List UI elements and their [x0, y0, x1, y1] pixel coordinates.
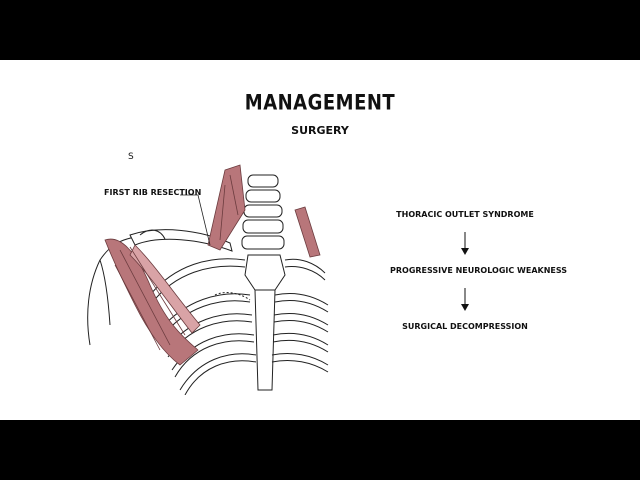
slide-subtitle: SURGERY [291, 124, 349, 137]
letterbox-top [0, 0, 640, 60]
thoracic-anatomy-illustration [87, 164, 329, 395]
down-arrow-icon [461, 232, 469, 255]
down-arrow-icon [461, 288, 469, 311]
flow-step-surgical-decompression: SURGICAL DECOMPRESSION [402, 322, 528, 331]
stray-mark: S [128, 152, 134, 162]
first-rib-resection-label: FIRST RIB RESECTION [104, 188, 202, 197]
slide: MANAGEMENT SURGERY S [0, 60, 640, 420]
slide-title: MANAGEMENT [244, 89, 396, 115]
letterbox-bottom [0, 420, 640, 480]
flow-step-thoracic-outlet-syndrome: THORACIC OUTLET SYNDROME [396, 210, 534, 219]
flow-step-progressive-neurologic-weakness: PROGRESSIVE NEUROLOGIC WEAKNESS [390, 266, 568, 275]
